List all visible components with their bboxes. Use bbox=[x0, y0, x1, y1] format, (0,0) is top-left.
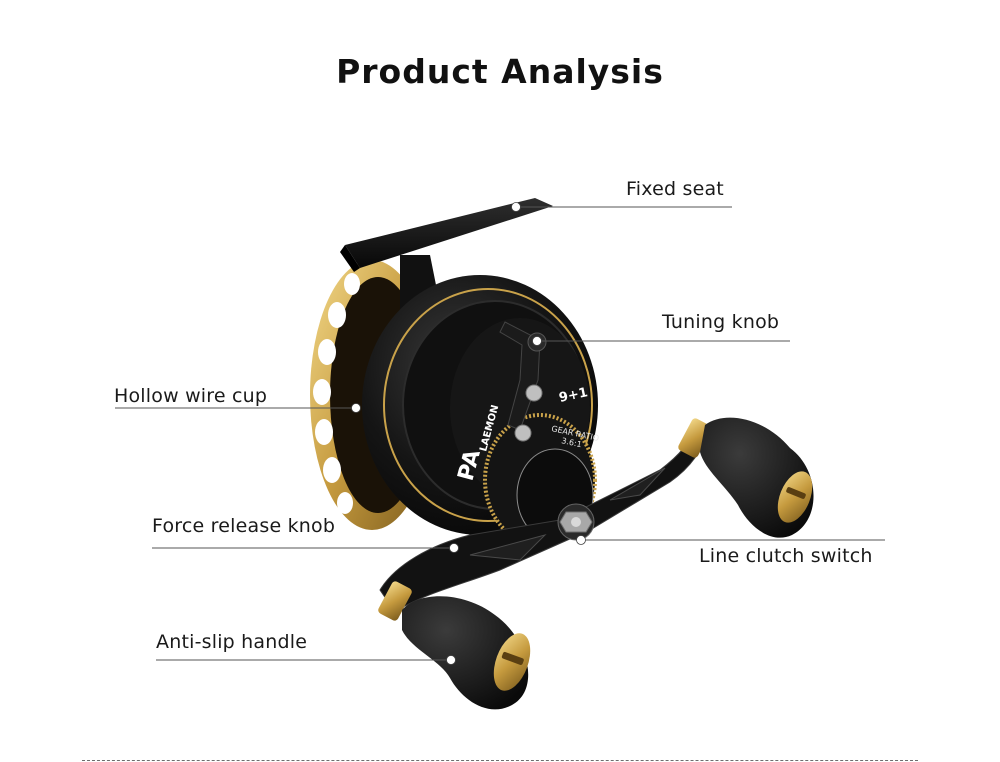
callout-leaders bbox=[115, 206, 885, 661]
callout-dots bbox=[351, 202, 586, 665]
tuning-knob bbox=[499, 321, 547, 442]
anti-slip-knob-lower bbox=[402, 596, 531, 710]
callout-dot-anti-slip-handle bbox=[446, 655, 456, 665]
callout-label-line-clutch-switch: Line clutch switch bbox=[699, 545, 873, 567]
callout-dot-fixed-seat bbox=[511, 202, 521, 212]
svg-text:3.6:1: 3.6:1 bbox=[561, 436, 583, 449]
callout-label-tuning-knob: Tuning knob bbox=[662, 311, 780, 333]
callout-dot-hollow-wire-cup bbox=[351, 403, 361, 413]
svg-text:9+1: 9+1 bbox=[558, 385, 589, 406]
callout-label-hollow-wire-cup: Hollow wire cup bbox=[114, 385, 268, 407]
line-clutch-switch bbox=[557, 503, 595, 541]
svg-text:LAEMON: LAEMON bbox=[464, 256, 508, 277]
reel-body bbox=[362, 275, 598, 547]
callout-label-anti-slip-handle: Anti-slip handle bbox=[156, 631, 308, 653]
callout-dot-line-clutch-switch bbox=[576, 535, 586, 545]
page-title: Product Analysis bbox=[336, 52, 664, 91]
callout-dot-force-release-knob bbox=[449, 543, 459, 553]
bottom-divider bbox=[82, 760, 918, 761]
anti-slip-knob-upper bbox=[700, 417, 814, 538]
callout-label-force-release-knob: Force release knob bbox=[152, 515, 336, 537]
callout-label-fixed-seat: Fixed seat bbox=[626, 178, 724, 200]
callout-dot-tuning-knob bbox=[532, 336, 542, 346]
